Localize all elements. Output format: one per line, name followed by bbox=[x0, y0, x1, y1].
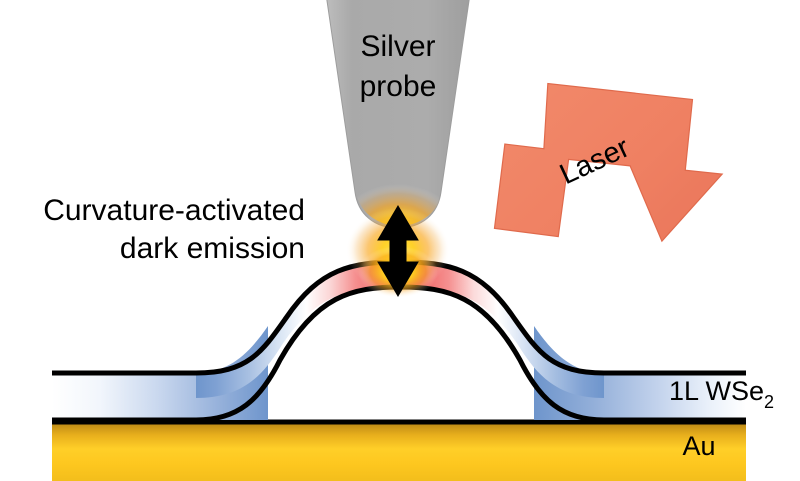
wse2-label: 1L WSe2 bbox=[669, 376, 774, 412]
emission-label-line2: dark emission bbox=[120, 232, 305, 265]
gold-substrate bbox=[52, 421, 746, 481]
gold-substrate-group bbox=[52, 419, 746, 481]
probe-label-line2: probe bbox=[360, 70, 437, 103]
wse2-monolayer-group bbox=[52, 259, 746, 423]
wse2-label-main: 1L WSe bbox=[669, 376, 764, 406]
laser-arrow bbox=[493, 82, 724, 243]
laser-arrow-group: Laser bbox=[493, 82, 724, 243]
emission-double-arrow-group bbox=[377, 205, 419, 297]
wse2-label-subscript: 2 bbox=[764, 392, 774, 412]
emission-label-line1: Curvature-activated bbox=[43, 194, 305, 227]
annotation-labels-group: Curvature-activated dark emission 1L WSe… bbox=[43, 194, 774, 461]
probe-tip-glow-clip bbox=[336, 184, 460, 226]
probe-label-line1: Silver bbox=[360, 30, 435, 63]
emission-double-arrow bbox=[377, 205, 419, 297]
au-label: Au bbox=[682, 431, 715, 461]
probe-tip-glow bbox=[336, 184, 460, 226]
